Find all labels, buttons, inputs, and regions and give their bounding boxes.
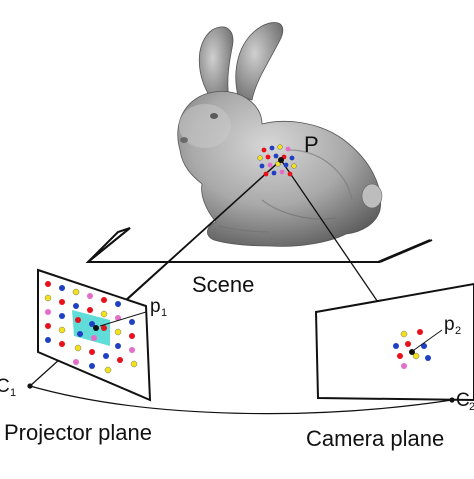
p2-leader	[413, 329, 443, 351]
p1-leader	[99, 311, 147, 327]
label-scene: Scene	[192, 272, 254, 297]
scene-plane-right-edge	[379, 239, 433, 263]
camera-plane	[314, 282, 474, 402]
label-c2-subscript: 2	[469, 401, 474, 413]
label-p2: p	[444, 314, 455, 335]
surface-dot-pattern	[257, 144, 297, 177]
label-c2: C	[456, 390, 470, 411]
point-p1-marker	[93, 325, 99, 331]
projector-cyan-patch	[72, 310, 110, 346]
label-camera-plane: Camera plane	[306, 426, 444, 451]
stanford-bunny-icon	[177, 22, 383, 247]
c2-marker	[449, 397, 455, 403]
point-p-marker	[278, 157, 284, 163]
camera-dot-pattern	[393, 329, 431, 369]
scene-plane-left-edge	[87, 227, 131, 263]
label-point-p: P	[304, 132, 319, 157]
label-p2-subscript: 2	[455, 325, 461, 337]
c1-marker	[27, 383, 33, 389]
label-c1: C	[0, 376, 10, 397]
label-p1-subscript: 1	[161, 307, 167, 319]
label-c1-subscript: 1	[10, 387, 16, 399]
point-p2-marker	[409, 349, 415, 355]
label-p1: p	[150, 296, 161, 317]
projector-dot-pattern	[44, 281, 138, 374]
epipolar-curve	[29, 385, 453, 415]
label-projector-plane: Projector plane	[4, 420, 152, 445]
